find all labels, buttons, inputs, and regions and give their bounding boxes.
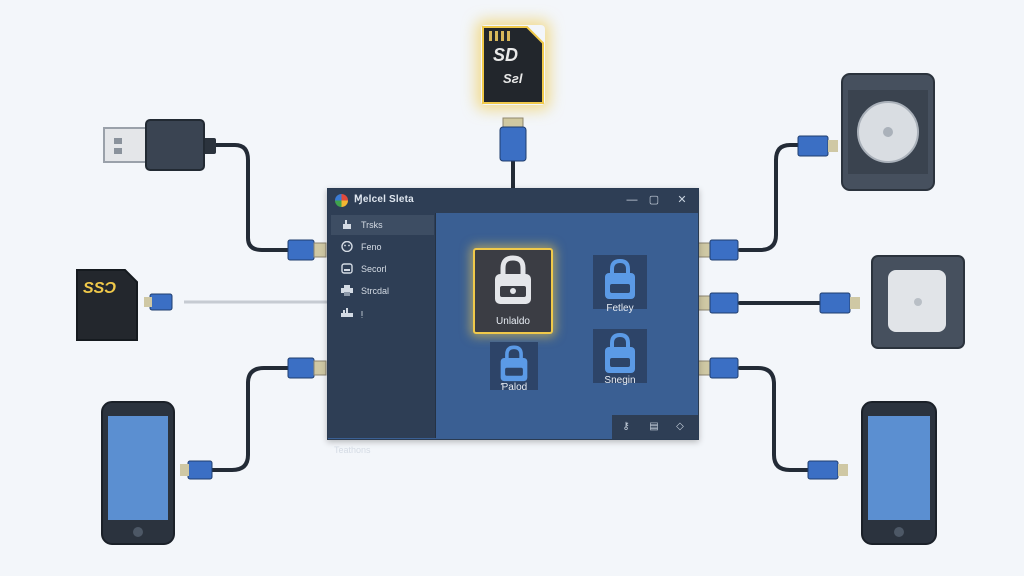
tile-label: Fetley	[606, 303, 634, 314]
sidebar-item-label: Strcdal	[361, 286, 390, 296]
connector-right-mid	[697, 292, 739, 314]
sidebar-item-label: Secorl	[361, 264, 387, 274]
sd-top-label-1: SD	[493, 45, 519, 65]
sidebar-item-secorl[interactable]: Secorl	[331, 259, 434, 279]
lock-drive-icon	[490, 342, 538, 390]
hdd-drive-icon	[841, 73, 935, 191]
network-icon	[341, 308, 353, 317]
lock-drive-icon	[495, 255, 531, 304]
minimize-icon[interactable]: —	[626, 194, 638, 206]
connector-right-top	[697, 239, 739, 261]
drive-tile-snegin[interactable]: Snegin	[590, 329, 650, 387]
sidebar-item-label: Feno	[361, 242, 382, 252]
title-bar: Ɱelcel Sleta — ▢ ✕	[328, 189, 698, 213]
sidebar-item-network[interactable]: ᴉ	[331, 303, 434, 323]
sidebar-item-feno[interactable]: Feno	[331, 237, 434, 257]
diamond-icon[interactable]: ◇	[676, 421, 684, 432]
sd-top-label-2: Sƨl	[503, 71, 523, 86]
bottom-toolbar: ⚷ ▤ ◇	[612, 415, 698, 439]
sidebar-item-strcdal[interactable]: Strcdal	[331, 281, 434, 301]
key-icon[interactable]: ⚷	[622, 421, 630, 432]
connector-phone-right	[807, 460, 848, 480]
sidebar-item-label: Trsks	[361, 220, 383, 230]
lock-drive-icon	[593, 255, 647, 309]
drive-enclosure-icon	[871, 255, 965, 349]
cable-usb	[205, 143, 294, 252]
tile-label: Snegin	[604, 375, 636, 386]
drive-tile-unlaldo[interactable]: Unlaldo	[473, 248, 553, 334]
sidebar-item-tasks[interactable]: Trsks	[331, 215, 434, 235]
drive-icon	[341, 263, 353, 274]
sd-card-top: SD Sƨl	[481, 25, 545, 105]
drive-tile-palod[interactable]: Ƥalod	[486, 342, 542, 394]
connector-left-bottom	[287, 357, 327, 379]
app-icon	[335, 194, 348, 207]
connector-left-top	[287, 239, 327, 261]
connector-sd-top	[499, 117, 527, 162]
connector-hdd-top	[797, 135, 838, 157]
tile-label: Ƥalod	[500, 382, 528, 393]
cable-phone-right	[738, 366, 812, 472]
hand-icon	[343, 220, 351, 229]
sd-left-label: SSƆ	[83, 280, 116, 297]
face-icon	[341, 241, 353, 252]
cable-hdd-top	[738, 143, 800, 252]
tile-label: Unlaldo	[496, 316, 530, 327]
connector-phone-left	[180, 460, 213, 480]
phone-left-icon	[101, 401, 175, 545]
printer-icon	[341, 285, 353, 296]
sd-card-icon	[482, 26, 544, 104]
connector-hdd-right	[819, 292, 860, 314]
sidebar: Trsks Feno Secorl Strcdal ᴉ Teathons	[328, 213, 436, 455]
phone-right-icon	[861, 401, 937, 545]
lock-drive-icon	[593, 329, 647, 383]
sidebar-footer[interactable]: Teathons	[334, 445, 371, 455]
connector-sd-left	[144, 293, 173, 311]
app-window: Ɱelcel Sleta — ▢ ✕ Trsks Feno Secorl Str…	[327, 188, 699, 455]
maximize-icon[interactable]: ▢	[648, 194, 660, 206]
usb-drive-icon	[103, 119, 205, 171]
card-icon[interactable]: ▤	[649, 421, 659, 432]
drive-tile-fetley[interactable]: Fetley	[590, 255, 650, 315]
window-title: Ɱelcel Sleta	[354, 194, 414, 205]
cable-phone-left	[203, 366, 294, 472]
sd-card-icon	[76, 269, 138, 341]
close-icon[interactable]: ✕	[677, 194, 687, 206]
connector-right-bottom	[697, 357, 739, 379]
sd-card-left: SSƆ	[75, 268, 139, 342]
sidebar-item-label: ᴉ	[361, 308, 363, 318]
